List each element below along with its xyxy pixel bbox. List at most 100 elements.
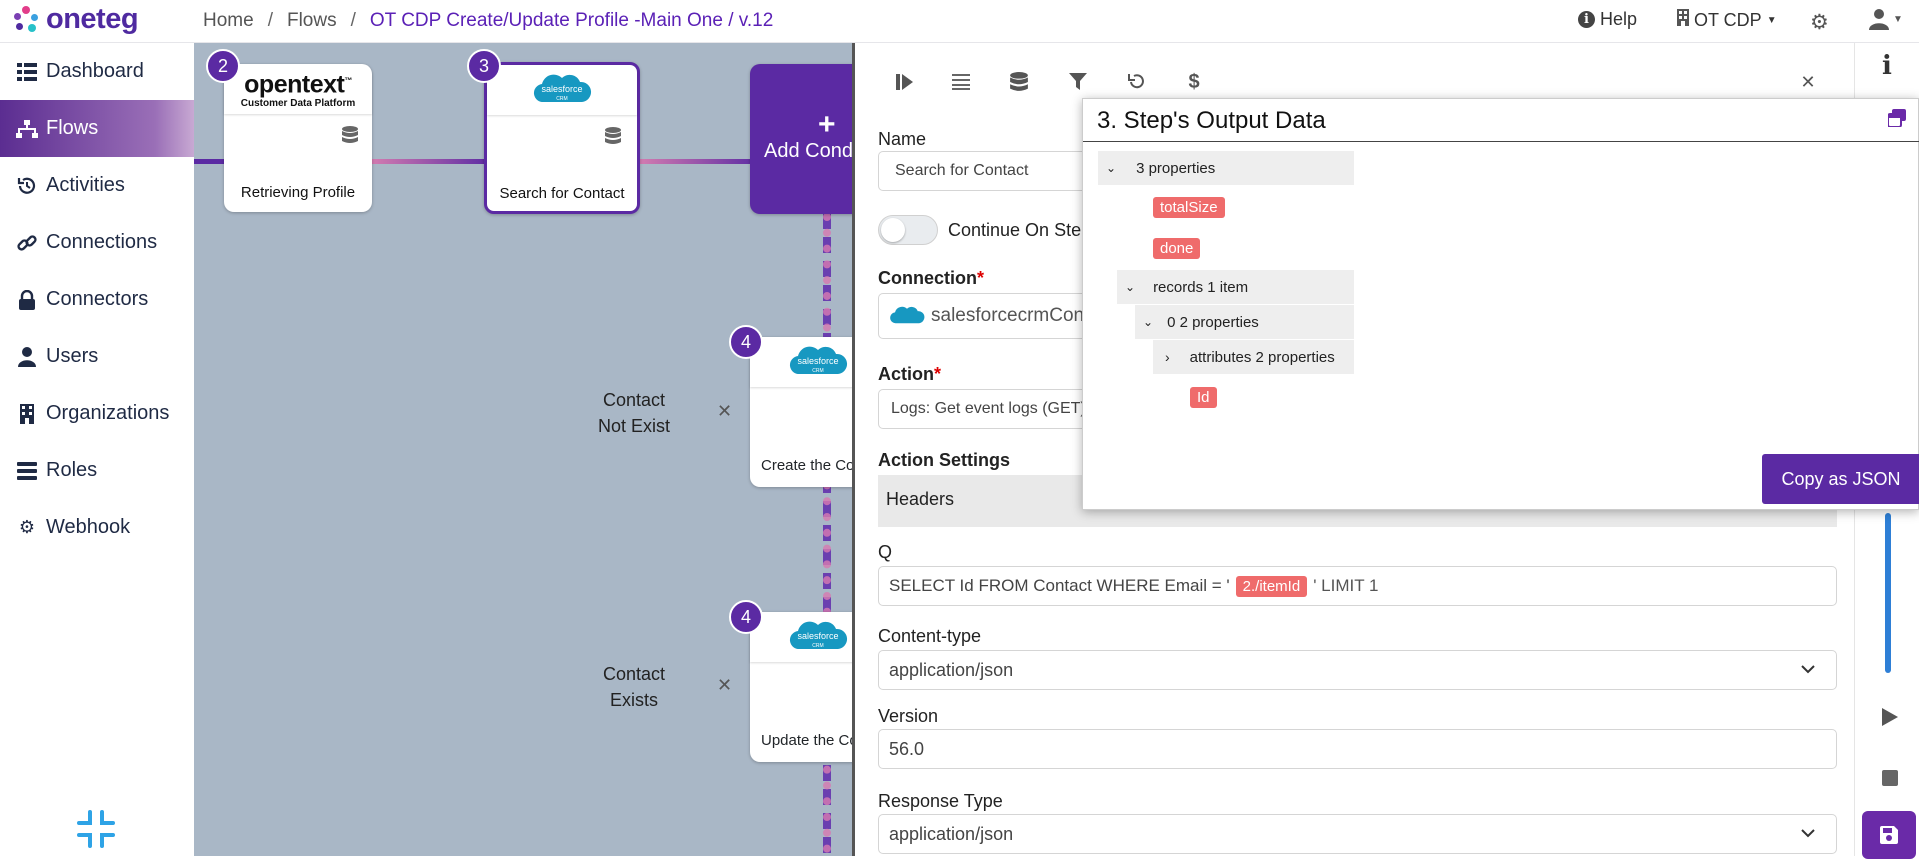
- action-select[interactable]: Logs: Get event logs (GET): [878, 389, 1118, 429]
- tree-leaf-totalsize[interactable]: totalSize: [1153, 197, 1225, 218]
- remove-condition-icon[interactable]: ✕: [717, 401, 733, 421]
- content-type-select[interactable]: application/json: [878, 650, 1837, 690]
- response-type-select[interactable]: application/json: [878, 814, 1837, 854]
- q-input[interactable]: SELECT Id FROM Contact WHERE Email = ' 2…: [878, 566, 1837, 606]
- version-value: 56.0: [889, 738, 925, 759]
- popup-title: 3. Step's Output Data: [1097, 107, 1326, 134]
- version-label: Version: [878, 706, 939, 726]
- connector-line: [823, 213, 831, 853]
- required-marker: *: [934, 364, 942, 384]
- tree-node-attributes[interactable]: › attributes 2 properties: [1153, 340, 1354, 374]
- brand-logo[interactable]: oneteg: [12, 3, 139, 36]
- undo-button[interactable]: [1123, 69, 1149, 95]
- sidebar-item-connectors[interactable]: Connectors: [0, 271, 194, 328]
- tree-leaf-id[interactable]: Id: [1190, 387, 1217, 408]
- gear-icon: ⚙: [1810, 11, 1829, 34]
- condition-label-not-exist: Contact Not Exist: [594, 387, 674, 439]
- svg-text:CRM: CRM: [812, 368, 823, 374]
- maximize-popup-button[interactable]: [1887, 109, 1906, 132]
- sidebar-item-users[interactable]: Users: [0, 328, 194, 385]
- required-marker: *: [977, 268, 985, 288]
- play-button[interactable]: [1881, 707, 1899, 732]
- stop-button[interactable]: [1882, 770, 1898, 786]
- content-type-label: Content-type: [878, 626, 982, 646]
- sidebar-item-connections[interactable]: Connections: [0, 214, 194, 271]
- opentext-logo-subtitle: Customer Data Platform: [240, 98, 356, 110]
- field-chip: done: [1153, 238, 1201, 259]
- salesforce-cloud-icon: [890, 306, 925, 324]
- continue-on-step-toggle[interactable]: [878, 215, 938, 245]
- q-variable-token[interactable]: 2./itemId: [1235, 575, 1308, 597]
- connection-select[interactable]: salesforcecrmConn: [878, 293, 1118, 339]
- chevron-down-icon: ⌄: [1143, 315, 1154, 329]
- response-type-label: Response Type: [878, 791, 1003, 811]
- tree-leaf-done[interactable]: done: [1153, 238, 1201, 259]
- play-icon: [1882, 708, 1898, 726]
- step-number-badge: 2: [206, 49, 240, 83]
- copy-as-json-button[interactable]: Copy as JSON: [1762, 454, 1919, 504]
- node-label: Create the Co: [761, 457, 852, 474]
- breadcrumb: Home / Flows / OT CDP Create/Update Prof…: [203, 10, 773, 32]
- save-icon: [1880, 826, 1898, 844]
- database-icon: [605, 127, 621, 150]
- flow-node-retrieving-profile[interactable]: opentext™ Customer Data Platform Retriev…: [224, 64, 372, 212]
- lock-icon: [16, 289, 38, 311]
- sidebar-item-webhook[interactable]: ⚙ Webhook: [0, 499, 194, 556]
- flow-canvas[interactable]: opentext™ Customer Data Platform Retriev…: [194, 43, 852, 856]
- caret-down-icon: ▼: [1893, 13, 1903, 25]
- help-link[interactable]: i Help: [1578, 9, 1637, 30]
- tree-node-records[interactable]: ⌄ records 1 item: [1117, 270, 1354, 304]
- version-input[interactable]: 56.0: [878, 729, 1837, 769]
- sidebar-item-organizations[interactable]: Organizations: [0, 385, 194, 442]
- list-view-button[interactable]: [948, 69, 974, 95]
- condition-line: Contact: [602, 664, 666, 684]
- opentext-logo-tm: ™: [344, 76, 352, 85]
- user-menu[interactable]: ▼: [1869, 8, 1903, 30]
- tree-node-label: attributes 2 properties: [1189, 348, 1335, 366]
- info-circle-icon: i: [1578, 11, 1595, 28]
- step-forward-icon: [896, 74, 913, 90]
- vertical-slider-track[interactable]: [1885, 513, 1891, 673]
- tree-node-record-0[interactable]: ⌄ 0 2 properties: [1135, 305, 1354, 339]
- settings-button[interactable]: ⚙: [1810, 10, 1829, 35]
- content-type-value: application/json: [889, 659, 1014, 680]
- data-button[interactable]: [1006, 69, 1032, 95]
- tree-node-label: records 1 item: [1153, 278, 1249, 296]
- breadcrumb-separator: /: [350, 10, 356, 31]
- org-dropdown[interactable]: OT CDP ▼: [1677, 9, 1777, 31]
- collapse-sidebar-button[interactable]: [77, 810, 115, 853]
- step-output-popup: 3. Step's Output Data ⌄ 3 properties tot…: [1082, 98, 1919, 510]
- link-icon: [16, 232, 38, 254]
- sidebar-item-roles[interactable]: Roles: [0, 442, 194, 499]
- sidebar-item-activities[interactable]: Activities: [0, 157, 194, 214]
- remove-condition-icon[interactable]: ✕: [717, 675, 733, 695]
- brand-name: oneteg: [46, 3, 139, 35]
- sidebar-item-label: Flows: [46, 117, 99, 139]
- info-icon[interactable]: i: [1882, 51, 1892, 81]
- sidebar-item-dashboard[interactable]: Dashboard: [0, 43, 194, 100]
- step-number-badge: 4: [729, 325, 763, 359]
- filter-button[interactable]: [1065, 69, 1091, 95]
- tree-node-root[interactable]: ⌄ 3 properties: [1098, 151, 1354, 185]
- connector-line: [194, 159, 224, 164]
- sidebar-item-label: Dashboard: [46, 60, 144, 82]
- pricing-button[interactable]: $: [1181, 69, 1207, 95]
- condition-line: Exists: [609, 690, 658, 710]
- building-icon: [1677, 9, 1689, 31]
- sidebar-item-flows[interactable]: Flows: [0, 100, 194, 157]
- q-text-prefix: SELECT Id FROM Contact WHERE Email = ': [889, 576, 1230, 595]
- save-button[interactable]: [1862, 811, 1916, 859]
- run-step-button[interactable]: [892, 69, 918, 95]
- breadcrumb-flows[interactable]: Flows: [286, 10, 337, 31]
- condition-label-exists: Contact Exists: [594, 661, 674, 713]
- close-panel-button[interactable]: ✕: [1795, 69, 1821, 95]
- breadcrumb-home[interactable]: Home: [203, 10, 254, 31]
- response-type-value: application/json: [889, 823, 1014, 844]
- add-condition-button[interactable]: + Add Cond: [750, 64, 852, 214]
- sidebar-item-label: Roles: [46, 459, 98, 481]
